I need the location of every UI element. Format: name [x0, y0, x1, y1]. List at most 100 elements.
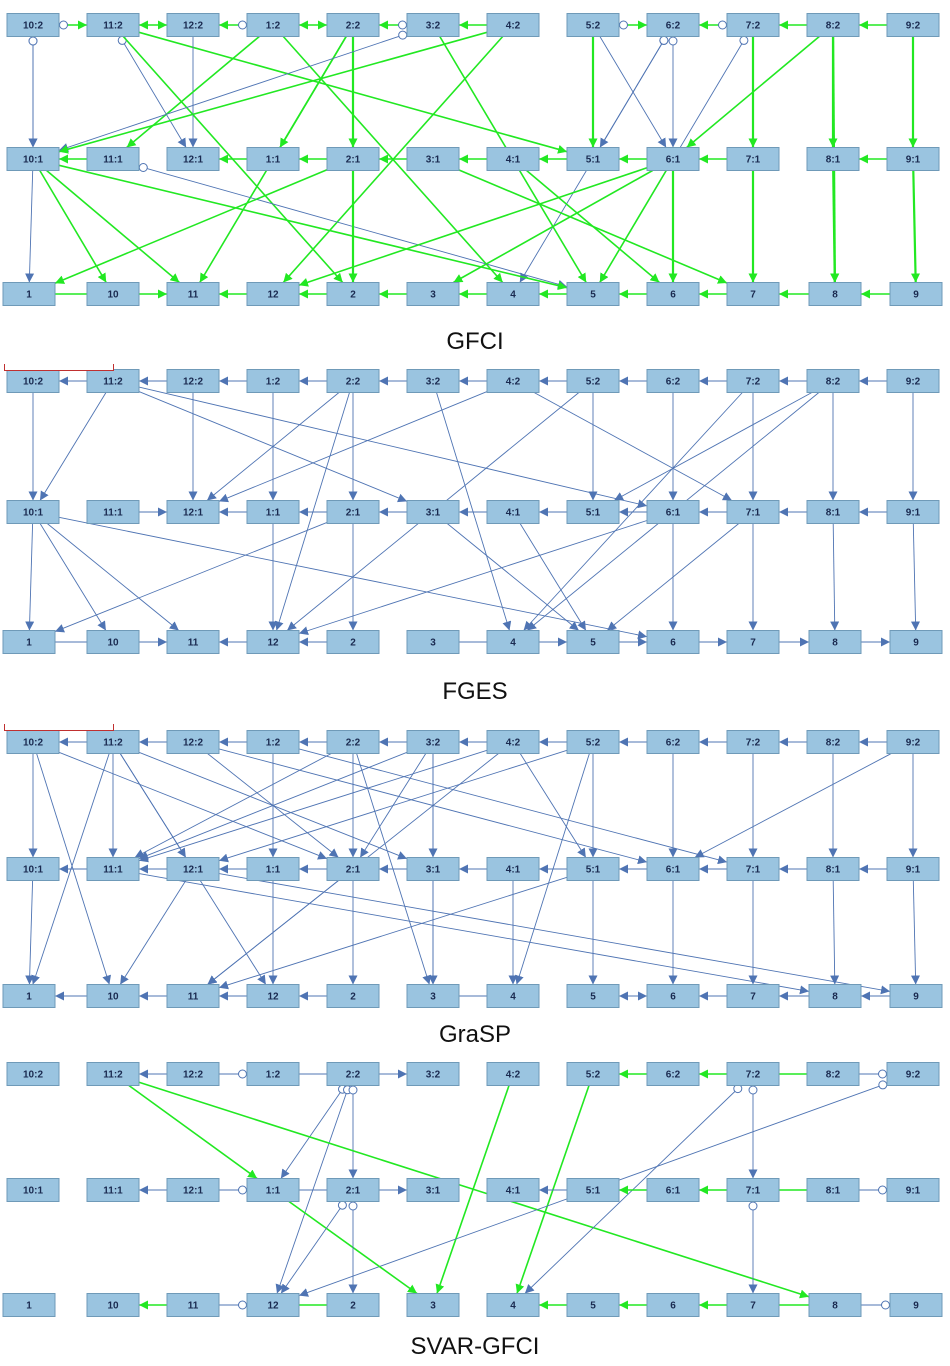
node-11-1[interactable]: 11:1 — [86, 1178, 140, 1202]
node-4-1[interactable]: 4:1 — [486, 147, 540, 171]
node-12[interactable]: 12 — [246, 1293, 300, 1317]
node-2-1[interactable]: 2:1 — [326, 857, 380, 881]
node-12-1[interactable]: 12:1 — [166, 1178, 220, 1202]
node-5-2[interactable]: 5:2 — [566, 369, 620, 393]
node-5-1[interactable]: 5:1 — [566, 500, 620, 524]
node-5-2[interactable]: 5:2 — [566, 730, 620, 754]
node-7-2[interactable]: 7:2 — [726, 730, 780, 754]
node-3-1[interactable]: 3:1 — [406, 1178, 460, 1202]
node-6[interactable]: 6 — [646, 282, 700, 306]
node-12-2[interactable]: 12:2 — [166, 369, 220, 393]
node-10-2[interactable]: 10:2 — [6, 13, 60, 37]
node-6-2[interactable]: 6:2 — [646, 730, 700, 754]
node-11[interactable]: 11 — [166, 630, 220, 654]
node-8[interactable]: 8 — [808, 984, 862, 1008]
node-7[interactable]: 7 — [726, 282, 780, 306]
node-3-1[interactable]: 3:1 — [406, 500, 460, 524]
node-4-1[interactable]: 4:1 — [486, 500, 540, 524]
node-12-2[interactable]: 12:2 — [166, 730, 220, 754]
node-1-1[interactable]: 1:1 — [246, 147, 300, 171]
node-8[interactable]: 8 — [808, 630, 862, 654]
node-8[interactable]: 8 — [808, 282, 862, 306]
node-11-2[interactable]: 11:2 — [86, 730, 140, 754]
node-4-1[interactable]: 4:1 — [486, 857, 540, 881]
node-7-2[interactable]: 7:2 — [726, 369, 780, 393]
node-5[interactable]: 5 — [566, 282, 620, 306]
node-5[interactable]: 5 — [566, 630, 620, 654]
node-11[interactable]: 11 — [166, 1293, 220, 1317]
node-8-1[interactable]: 8:1 — [806, 1178, 860, 1202]
node-2[interactable]: 2 — [326, 984, 380, 1008]
node-8-1[interactable]: 8:1 — [806, 500, 860, 524]
node-3-1[interactable]: 3:1 — [406, 147, 460, 171]
node-2[interactable]: 2 — [326, 1293, 380, 1317]
node-3-2[interactable]: 3:2 — [406, 369, 460, 393]
node-5[interactable]: 5 — [566, 984, 620, 1008]
node-4-2[interactable]: 4:2 — [486, 13, 540, 37]
node-3[interactable]: 3 — [406, 282, 460, 306]
node-12[interactable]: 12 — [246, 282, 300, 306]
node-4-2[interactable]: 4:2 — [486, 1062, 540, 1086]
node-2-1[interactable]: 2:1 — [326, 147, 380, 171]
node-9[interactable]: 9 — [889, 630, 943, 654]
node-4-2[interactable]: 4:2 — [486, 369, 540, 393]
node-6-1[interactable]: 6:1 — [646, 857, 700, 881]
node-2[interactable]: 2 — [326, 630, 380, 654]
node-7-1[interactable]: 7:1 — [726, 1178, 780, 1202]
node-8-1[interactable]: 8:1 — [806, 147, 860, 171]
node-3-1[interactable]: 3:1 — [406, 857, 460, 881]
node-6-1[interactable]: 6:1 — [646, 500, 700, 524]
node-3[interactable]: 3 — [406, 1293, 460, 1317]
node-8-1[interactable]: 8:1 — [806, 857, 860, 881]
node-2-2[interactable]: 2:2 — [326, 13, 380, 37]
node-9-2[interactable]: 9:2 — [886, 369, 940, 393]
node-4[interactable]: 4 — [486, 984, 540, 1008]
node-10[interactable]: 10 — [86, 1293, 140, 1317]
node-6[interactable]: 6 — [646, 630, 700, 654]
node-12[interactable]: 12 — [246, 984, 300, 1008]
node-2-1[interactable]: 2:1 — [326, 500, 380, 524]
node-10[interactable]: 10 — [86, 630, 140, 654]
node-12-2[interactable]: 12:2 — [166, 1062, 220, 1086]
node-4-1[interactable]: 4:1 — [486, 1178, 540, 1202]
node-1[interactable]: 1 — [2, 630, 56, 654]
node-7[interactable]: 7 — [726, 1293, 780, 1317]
node-10-2[interactable]: 10:2 — [6, 369, 60, 393]
node-11-2[interactable]: 11:2 — [86, 13, 140, 37]
node-6[interactable]: 6 — [646, 1293, 700, 1317]
node-7[interactable]: 7 — [726, 984, 780, 1008]
node-12[interactable]: 12 — [246, 630, 300, 654]
node-12-1[interactable]: 12:1 — [166, 500, 220, 524]
node-11-2[interactable]: 11:2 — [86, 1062, 140, 1086]
node-3-2[interactable]: 3:2 — [406, 13, 460, 37]
node-6-2[interactable]: 6:2 — [646, 1062, 700, 1086]
node-4[interactable]: 4 — [486, 1293, 540, 1317]
node-3[interactable]: 3 — [406, 984, 460, 1008]
node-2-2[interactable]: 2:2 — [326, 369, 380, 393]
node-3[interactable]: 3 — [406, 630, 460, 654]
node-7-2[interactable]: 7:2 — [726, 13, 780, 37]
node-10-1[interactable]: 10:1 — [6, 147, 60, 171]
node-5-2[interactable]: 5:2 — [566, 13, 620, 37]
node-4[interactable]: 4 — [486, 282, 540, 306]
node-7-1[interactable]: 7:1 — [726, 147, 780, 171]
node-6-1[interactable]: 6:1 — [646, 1178, 700, 1202]
node-11[interactable]: 11 — [166, 282, 220, 306]
node-1-1[interactable]: 1:1 — [246, 500, 300, 524]
node-8-2[interactable]: 8:2 — [806, 13, 860, 37]
node-9-1[interactable]: 9:1 — [886, 1178, 940, 1202]
node-7-1[interactable]: 7:1 — [726, 500, 780, 524]
node-1-2[interactable]: 1:2 — [246, 730, 300, 754]
node-8-2[interactable]: 8:2 — [806, 730, 860, 754]
node-6[interactable]: 6 — [646, 984, 700, 1008]
node-11-1[interactable]: 11:1 — [86, 500, 140, 524]
node-10-1[interactable]: 10:1 — [6, 1178, 60, 1202]
node-1-1[interactable]: 1:1 — [246, 1178, 300, 1202]
node-10[interactable]: 10 — [86, 984, 140, 1008]
node-1-1[interactable]: 1:1 — [246, 857, 300, 881]
node-5[interactable]: 5 — [566, 1293, 620, 1317]
node-1[interactable]: 1 — [2, 282, 56, 306]
node-6-2[interactable]: 6:2 — [646, 13, 700, 37]
node-6-1[interactable]: 6:1 — [646, 147, 700, 171]
node-6-2[interactable]: 6:2 — [646, 369, 700, 393]
